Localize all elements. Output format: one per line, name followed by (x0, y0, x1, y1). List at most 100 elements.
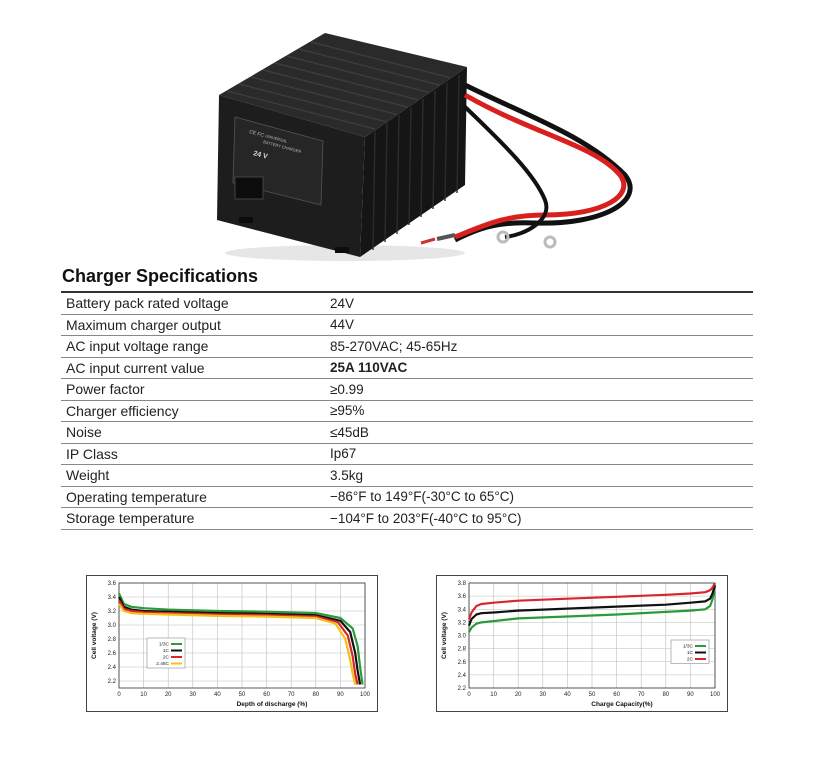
legend-label: 1C (687, 650, 694, 656)
y-tick-label: 3.6 (458, 594, 467, 600)
x-tick-label: 90 (337, 692, 344, 698)
x-tick-label: 100 (360, 692, 371, 698)
plot-frame (468, 582, 716, 689)
y-tick-label: 3.0 (458, 634, 467, 640)
series-line (118, 599, 359, 685)
y-tick-label: 2.6 (458, 660, 467, 666)
y-tick-label: 2.6 (108, 651, 117, 657)
spec-table: Battery pack rated voltage 24V Maximum cha… (61, 291, 753, 530)
x-tick-label: 70 (288, 692, 295, 698)
legend-label: 2.46C (156, 661, 169, 667)
y-tick-label: 3.2 (108, 609, 117, 615)
series-line (468, 586, 717, 633)
x-tick-label: 80 (312, 692, 319, 698)
y-tick-label: 2.8 (458, 647, 467, 653)
y-tick-label: 2.4 (108, 665, 117, 671)
x-tick-label: 20 (165, 692, 172, 698)
spec-row: Weight 3.5kg (61, 465, 753, 487)
x-tick-label: 0 (117, 692, 121, 698)
spec-row: AC input current value 25A 110VAC (61, 358, 753, 379)
y-tick-label: 2.2 (108, 679, 117, 685)
red-cable (454, 92, 627, 240)
spec-value: 85-270VAC; 45-65Hz (330, 338, 458, 354)
spec-value: −104°F to 203°F(-40°C to 95°C) (330, 510, 522, 526)
spec-row: Battery pack rated voltage 24V (61, 293, 753, 315)
x-axis-label: Depth of discharge (%) (237, 701, 308, 708)
spec-value: Ip67 (330, 446, 357, 462)
cert-marks: CE FC (248, 129, 264, 139)
y-tick-label: 2.8 (108, 637, 117, 643)
x-tick-label: 10 (140, 692, 147, 698)
y-tick-label: 3.4 (458, 607, 467, 613)
y-tick-label: 3.6 (108, 581, 117, 587)
x-axis-label: Charge Capacity(%) (591, 701, 652, 708)
spec-label: Storage temperature (66, 510, 195, 527)
x-tick-label: 80 (662, 692, 669, 698)
ac-connector (234, 176, 264, 200)
spec-value: ≥0.99 (330, 381, 364, 397)
spec-value: ≤45dB (330, 424, 369, 440)
y-tick-label: 3.0 (108, 623, 117, 629)
series-line (118, 603, 357, 685)
product-image: CE FC UNIVERSAL BATTERY CHARGER 24 V (205, 25, 645, 265)
series-line (467, 582, 716, 620)
spec-title: Charger Specifications (62, 266, 259, 286)
spec-value: 44V (330, 317, 355, 333)
charger-illustration: CE FC UNIVERSAL BATTERY CHARGER 24 V (217, 33, 633, 261)
y-axis-label: Cell voltage (V) (441, 612, 448, 659)
x-tick-label: 10 (490, 692, 497, 698)
x-tick-label: 30 (189, 692, 196, 698)
ring-terminal (496, 230, 510, 244)
spec-label: Noise (66, 424, 102, 441)
spec-label: Charger efficiency (66, 402, 179, 419)
y-tick-label: 3.2 (458, 620, 467, 626)
y-tick-label: 2.2 (458, 686, 467, 692)
spec-label: Battery pack rated voltage (66, 295, 229, 312)
black-cable (453, 82, 633, 243)
x-tick-label: 60 (613, 692, 620, 698)
spec-value: 24V (330, 295, 355, 311)
spec-row: IP Class Ip67 (61, 444, 753, 465)
spec-row: Noise ≤45dB (61, 422, 753, 444)
x-tick-label: 30 (539, 692, 546, 698)
spec-row: Operating temperature −86°F to 149°F(-30°… (61, 487, 753, 508)
spec-value: 25A 110VAC (330, 360, 408, 376)
spec-row: Storage temperature −104°F to 203°F(-40°C… (61, 508, 753, 530)
y-tick-label: 3.4 (108, 595, 117, 601)
legend-label: 1/3C (683, 644, 694, 650)
legend-label: 1/3C (159, 642, 170, 648)
panel-voltage: 24 V (252, 150, 268, 161)
series-line (467, 584, 717, 627)
spec-label: AC input voltage range (66, 338, 209, 355)
spec-row: Maximum charger output 44V (61, 315, 753, 336)
spec-label: Maximum charger output (66, 316, 221, 333)
x-tick-label: 40 (214, 692, 221, 698)
y-tick-label: 2.4 (458, 673, 467, 679)
spec-label: Power factor (66, 381, 145, 398)
plot-frame (118, 582, 366, 689)
panel-line-1: UNIVERSAL (265, 133, 289, 144)
spec-value: ≥95% (330, 403, 365, 419)
series-line (118, 596, 362, 685)
y-axis-label: Cell voltage (V) (91, 612, 98, 659)
x-tick-label: 0 (467, 692, 471, 698)
legend-label: 2C (163, 655, 170, 661)
spec-label: IP Class (66, 445, 118, 462)
x-tick-label: 40 (564, 692, 571, 698)
spec-value: −86°F to 149°F(-30°C to 65°C) (330, 489, 515, 505)
x-tick-label: 100 (710, 692, 721, 698)
spec-label: Weight (66, 467, 110, 484)
spec-label: AC input current value (66, 359, 205, 376)
spec-value: 3.5kg (330, 467, 364, 483)
y-tick-label: 3.8 (458, 581, 467, 587)
legend-label: 1C (163, 648, 170, 654)
x-tick-label: 90 (687, 692, 694, 698)
spec-row: AC input voltage range 85-270VAC; 45-65Hz (61, 336, 753, 358)
spec-label: Operating temperature (66, 488, 207, 505)
x-tick-label: 50 (589, 692, 596, 698)
x-tick-label: 60 (263, 692, 270, 698)
